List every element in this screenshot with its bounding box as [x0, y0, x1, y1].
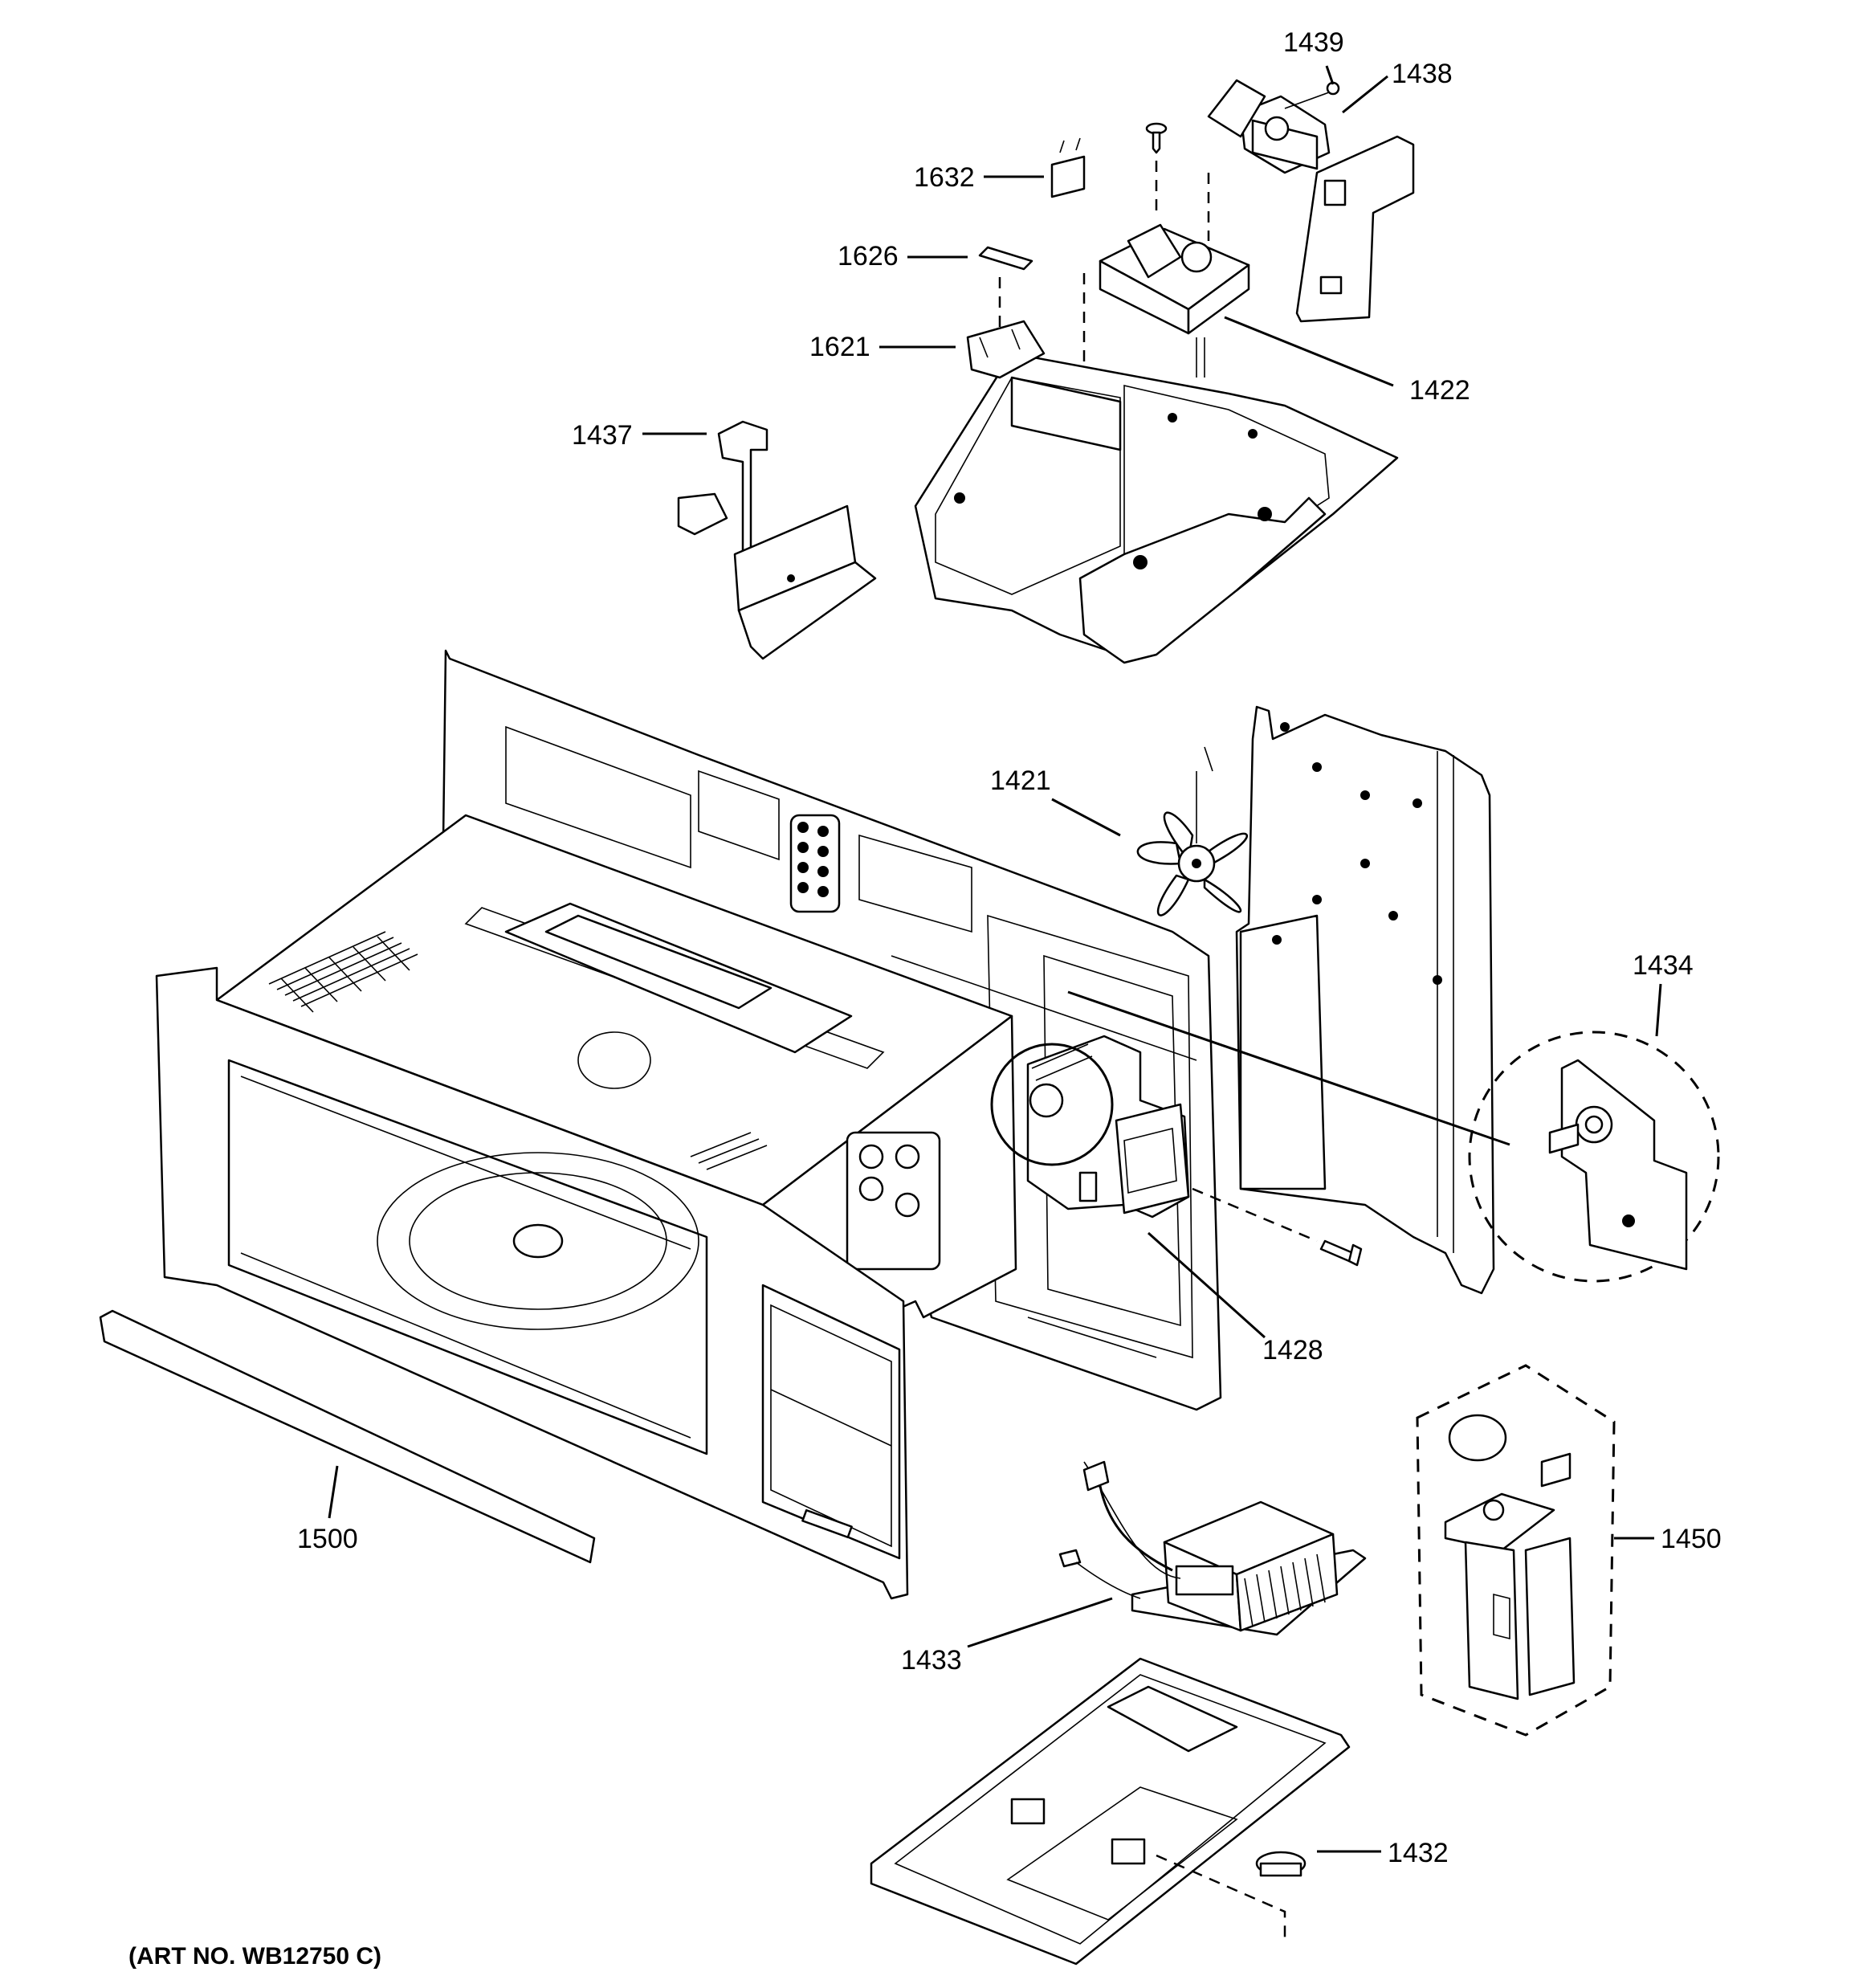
air-guide-panel — [1235, 705, 1495, 1295]
label-1428: 1428 — [1262, 1335, 1323, 1365]
label-1626: 1626 — [838, 241, 899, 271]
label-1439: 1439 — [1283, 27, 1344, 58]
fan-motor-part — [1082, 223, 1250, 378]
label-1433: 1433 — [901, 1645, 962, 1676]
fuse-part-1626 — [978, 246, 1033, 345]
fan-blade-part-1421 — [1136, 771, 1249, 916]
air-duct-assembly — [914, 352, 1399, 772]
art-number-caption: (ART NO. WB12750 C) — [128, 1943, 381, 1970]
bottom-tray-part — [870, 1657, 1351, 1966]
thermostat-part-1432 — [1255, 1851, 1307, 1877]
label-1632: 1632 — [914, 162, 975, 193]
oven-cavity-assembly — [155, 649, 1222, 1600]
label-1621: 1621 — [809, 332, 870, 362]
vent-grille-part-1500 — [99, 1309, 596, 1564]
interlock-assembly-1450 — [1416, 1364, 1616, 1737]
magnetron-part-1428 — [990, 990, 1510, 1267]
label-1421: 1421 — [990, 765, 1051, 796]
vent-pattern — [268, 931, 768, 1170]
part-labels: 1439 1438 1632 1626 1621 1422 1437 1421 … — [297, 27, 1722, 1868]
bracket-part-1437 — [677, 420, 877, 660]
label-1434: 1434 — [1633, 950, 1694, 981]
callout-lines — [328, 65, 1662, 1853]
label-1437: 1437 — [572, 420, 633, 451]
transformer-part-1433 — [1058, 1460, 1367, 1636]
label-1500: 1500 — [297, 1524, 358, 1554]
detail-callout-1434 — [1468, 1031, 1720, 1283]
label-1438: 1438 — [1392, 59, 1453, 89]
label-1422: 1422 — [1409, 375, 1470, 406]
label-1432: 1432 — [1388, 1838, 1449, 1868]
screw-part — [1145, 122, 1210, 241]
fuse-holder-part-1621 — [966, 320, 1046, 379]
label-1450: 1450 — [1661, 1524, 1722, 1554]
shield-plate — [1295, 135, 1415, 323]
relay-part-1632 — [1050, 137, 1086, 198]
capacitor-part — [1207, 79, 1340, 174]
